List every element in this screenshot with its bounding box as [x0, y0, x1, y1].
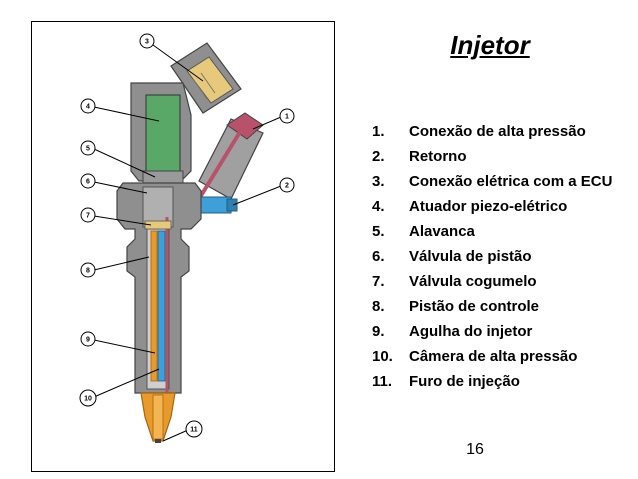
legend-item: 3. Conexão elétrica com a ECU	[372, 169, 634, 194]
legend-label: Atuador piezo-elétrico	[409, 198, 568, 215]
injector-mid-body	[116, 182, 202, 394]
legend-number: 11.	[372, 373, 393, 390]
svg-text:8: 8	[86, 268, 90, 275]
legend-item: 9. Agulha do injetor	[372, 319, 634, 344]
legend-label: Conexão de alta pressão	[409, 123, 586, 140]
legend-item: 1. Conexão de alta pressão	[372, 119, 634, 144]
svg-text:10: 10	[84, 396, 92, 403]
piezo-actuator	[145, 94, 181, 172]
svg-text:4: 4	[86, 104, 90, 111]
legend-number: 5.	[372, 223, 385, 240]
legend-item: 8. Pistão de controle	[372, 294, 634, 319]
legend-item: 4. Atuador piezo-elétrico	[372, 194, 634, 219]
legend-number: 8.	[372, 298, 385, 315]
callout-11: 11	[185, 420, 203, 438]
callout-8: 8	[80, 262, 96, 278]
legend-item: 10. Câmera de alta pressão	[372, 344, 634, 369]
svg-text:7: 7	[86, 213, 90, 220]
legend-label: Furo de injeção	[409, 373, 520, 390]
electrical-connector	[170, 42, 242, 114]
callout-7: 7	[80, 207, 96, 223]
callout-3: 3	[139, 33, 155, 49]
legend-label: Agulha do injetor	[409, 323, 533, 340]
piston-valve	[142, 186, 174, 228]
callout-4: 4	[80, 98, 96, 114]
callout-10: 10	[79, 389, 97, 407]
legend-number: 3.	[372, 173, 385, 190]
lever	[142, 170, 184, 184]
control-piston	[150, 230, 158, 382]
injector-diagram: 3 4 5 6 7 8 9	[31, 21, 335, 472]
callout-6: 6	[80, 173, 96, 189]
legend-number: 10.	[372, 348, 393, 365]
leader-lines	[93, 44, 282, 442]
callout-2: 2	[279, 177, 295, 193]
callout-1: 1	[279, 108, 295, 124]
svg-text:1: 1	[285, 114, 289, 121]
legend-number: 7.	[372, 273, 385, 290]
legend-number: 6.	[372, 248, 385, 265]
legend-label: Retorno	[409, 148, 467, 165]
legend-label: Alavanca	[409, 223, 475, 240]
legend-number: 1.	[372, 123, 385, 140]
side-connections	[187, 112, 264, 218]
svg-text:6: 6	[86, 179, 90, 186]
slide-title: Injetor	[450, 30, 530, 60]
page-number: 16	[466, 441, 484, 458]
legend-item: 5. Alavanca	[372, 219, 634, 244]
legend-label: Válvula de pistão	[409, 248, 532, 265]
legend-label: Câmera de alta pressão	[409, 348, 578, 365]
legend-number: 9.	[372, 323, 385, 340]
legend-number: 4.	[372, 198, 385, 215]
legend-label: Válvula cogumelo	[409, 273, 537, 290]
legend-label: Pistão de controle	[409, 298, 540, 315]
svg-text:2: 2	[285, 183, 289, 190]
callout-9: 9	[80, 331, 96, 347]
legend-item: 7. Válvula cogumelo	[372, 269, 634, 294]
svg-text:9: 9	[86, 337, 90, 344]
svg-text:11: 11	[190, 427, 198, 434]
injection-hole	[155, 439, 161, 443]
callout-5: 5	[80, 140, 96, 156]
mushroom-valve	[144, 220, 172, 230]
injector-svg: 3 4 5 6 7 8 9	[31, 21, 335, 472]
legend-item: 2. Retorno	[372, 144, 634, 169]
injector-needle	[152, 394, 164, 440]
callout-markers: 3 4 5 6 7 8 9	[79, 33, 295, 438]
injector-upper-body	[130, 82, 192, 184]
svg-text:5: 5	[86, 146, 90, 153]
legend-item: 6. Válvula de pistão	[372, 244, 634, 269]
legend-number: 2.	[372, 148, 385, 165]
legend-item: 11. Furo de injeção	[372, 369, 634, 394]
parts-legend: 1. Conexão de alta pressão 2. Retorno 3. Co…	[372, 119, 634, 394]
legend-label: Conexão elétrica com a ECU	[409, 173, 613, 190]
injector-nozzle	[140, 392, 176, 443]
svg-text:3: 3	[145, 39, 149, 46]
return-channel	[157, 230, 166, 382]
